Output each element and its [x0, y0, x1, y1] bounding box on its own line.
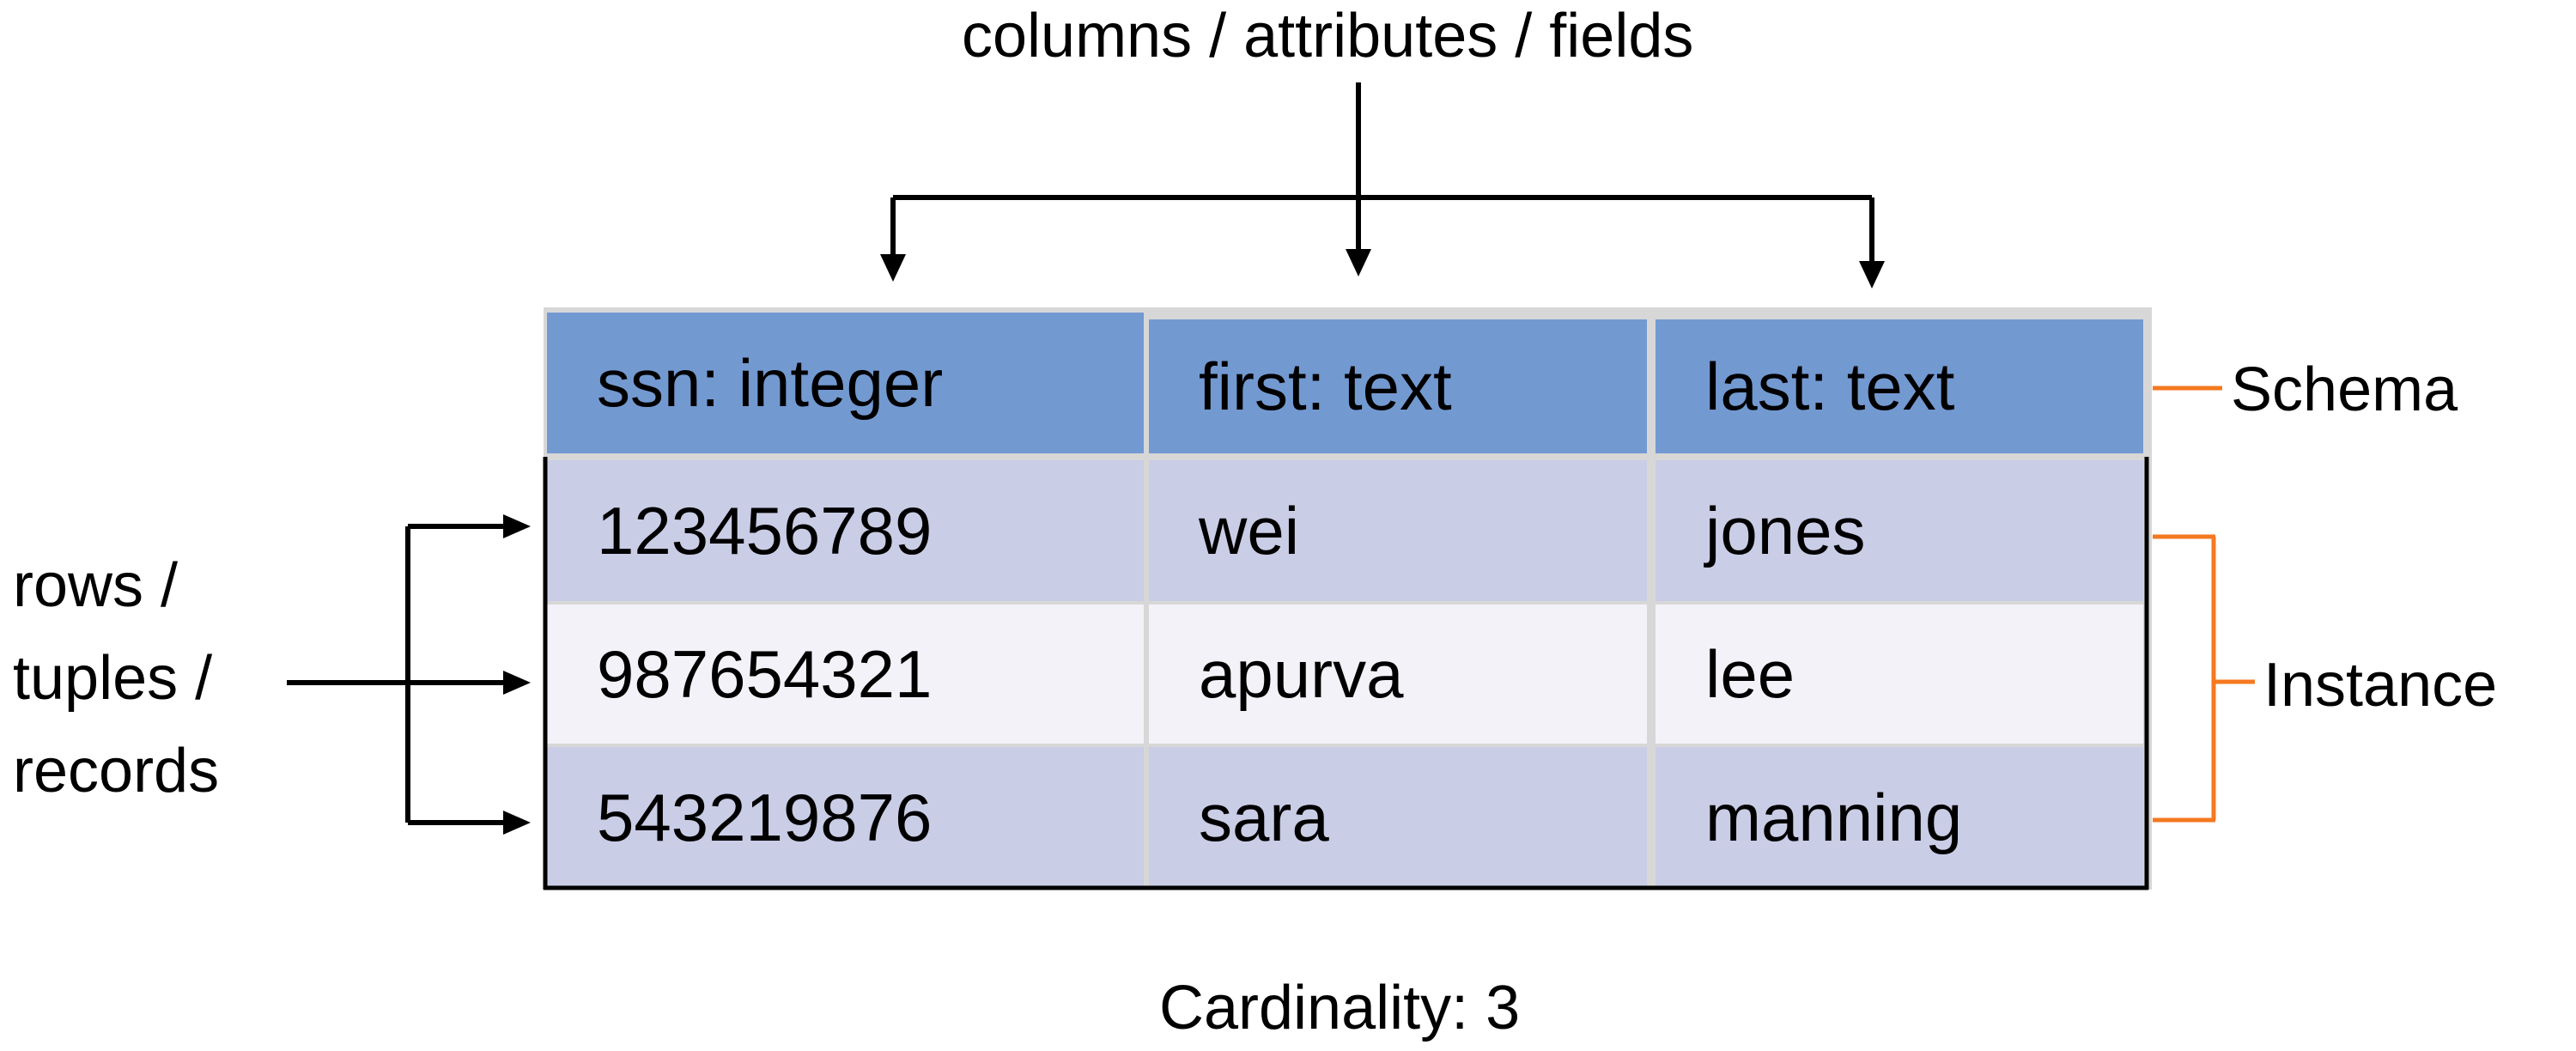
table-cell-row2-last: lee: [1656, 604, 2143, 744]
data-area-border: [543, 457, 2149, 890]
columns-label: columns / attributes / fields: [962, 2, 1694, 70]
header-cell-ssn: ssn: integer: [547, 313, 1144, 453]
table-cell-row3-ssn: 543219876: [547, 747, 1144, 888]
table-cell-row1-first: wei: [1149, 460, 1647, 601]
table-cell-row2-first: apurva: [1149, 604, 1647, 744]
header-cell-last: last: text: [1656, 319, 2143, 453]
schema-label: Schema: [2231, 355, 2458, 424]
cardinality-label: Cardinality: 3: [1159, 974, 1521, 1042]
column-arrowhead-last: [1859, 261, 1885, 289]
row-arrowhead-3: [503, 811, 531, 835]
row-arrowhead-1: [503, 514, 531, 538]
table-cell-row2-ssn: 987654321: [547, 604, 1144, 744]
table-cell-row1-ssn: 123456789: [547, 460, 1144, 601]
rows-label-line-3: records: [13, 737, 220, 805]
rows-label-line-2: tuples /: [13, 644, 213, 713]
table-cell-row1-last: jones: [1656, 460, 2143, 601]
row-arrowhead-2: [503, 671, 531, 695]
rows-label-line-1: rows /: [13, 551, 179, 620]
instance-bracket: [2153, 534, 2255, 823]
columns-arrow: [890, 82, 1874, 266]
table-cell-row3-first: sara: [1149, 747, 1647, 888]
column-arrowhead-first: [1346, 249, 1371, 276]
column-arrowhead-ssn: [880, 254, 906, 282]
instance-label: Instance: [2263, 651, 2498, 720]
table-cell-row3-last: manning: [1656, 747, 2143, 888]
header-cell-first: first: text: [1149, 319, 1647, 453]
rows-arrow: [287, 524, 507, 825]
